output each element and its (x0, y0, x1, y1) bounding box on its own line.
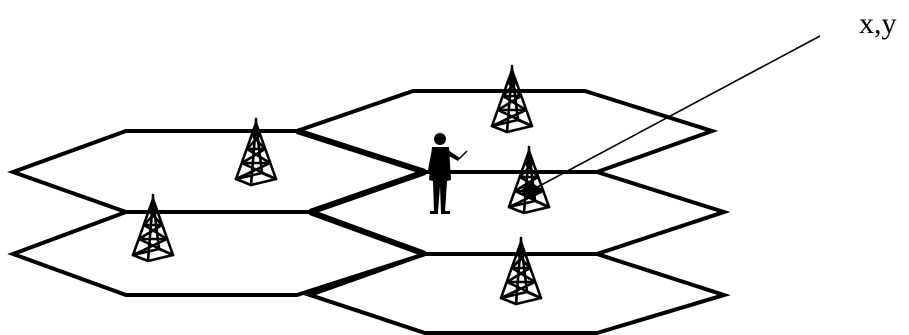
cell-lower-left (7, 210, 432, 297)
location-dot (522, 183, 538, 199)
tower-lower-left (131, 193, 175, 263)
cell-upper-left (7, 129, 432, 214)
cell-grid (7, 89, 731, 335)
tower-top (490, 64, 534, 134)
tower-upper-left (234, 117, 278, 187)
coordinate-label: x,y (859, 7, 897, 40)
tower-mobile-location (507, 145, 551, 215)
cell-bottom-right (303, 252, 731, 335)
leader-line (529, 35, 821, 192)
person-icon (428, 133, 468, 214)
tower-bottom (499, 236, 543, 306)
cell-boundary (308, 209, 427, 257)
cell-boundary (296, 128, 426, 175)
cell-boundary (309, 169, 426, 215)
